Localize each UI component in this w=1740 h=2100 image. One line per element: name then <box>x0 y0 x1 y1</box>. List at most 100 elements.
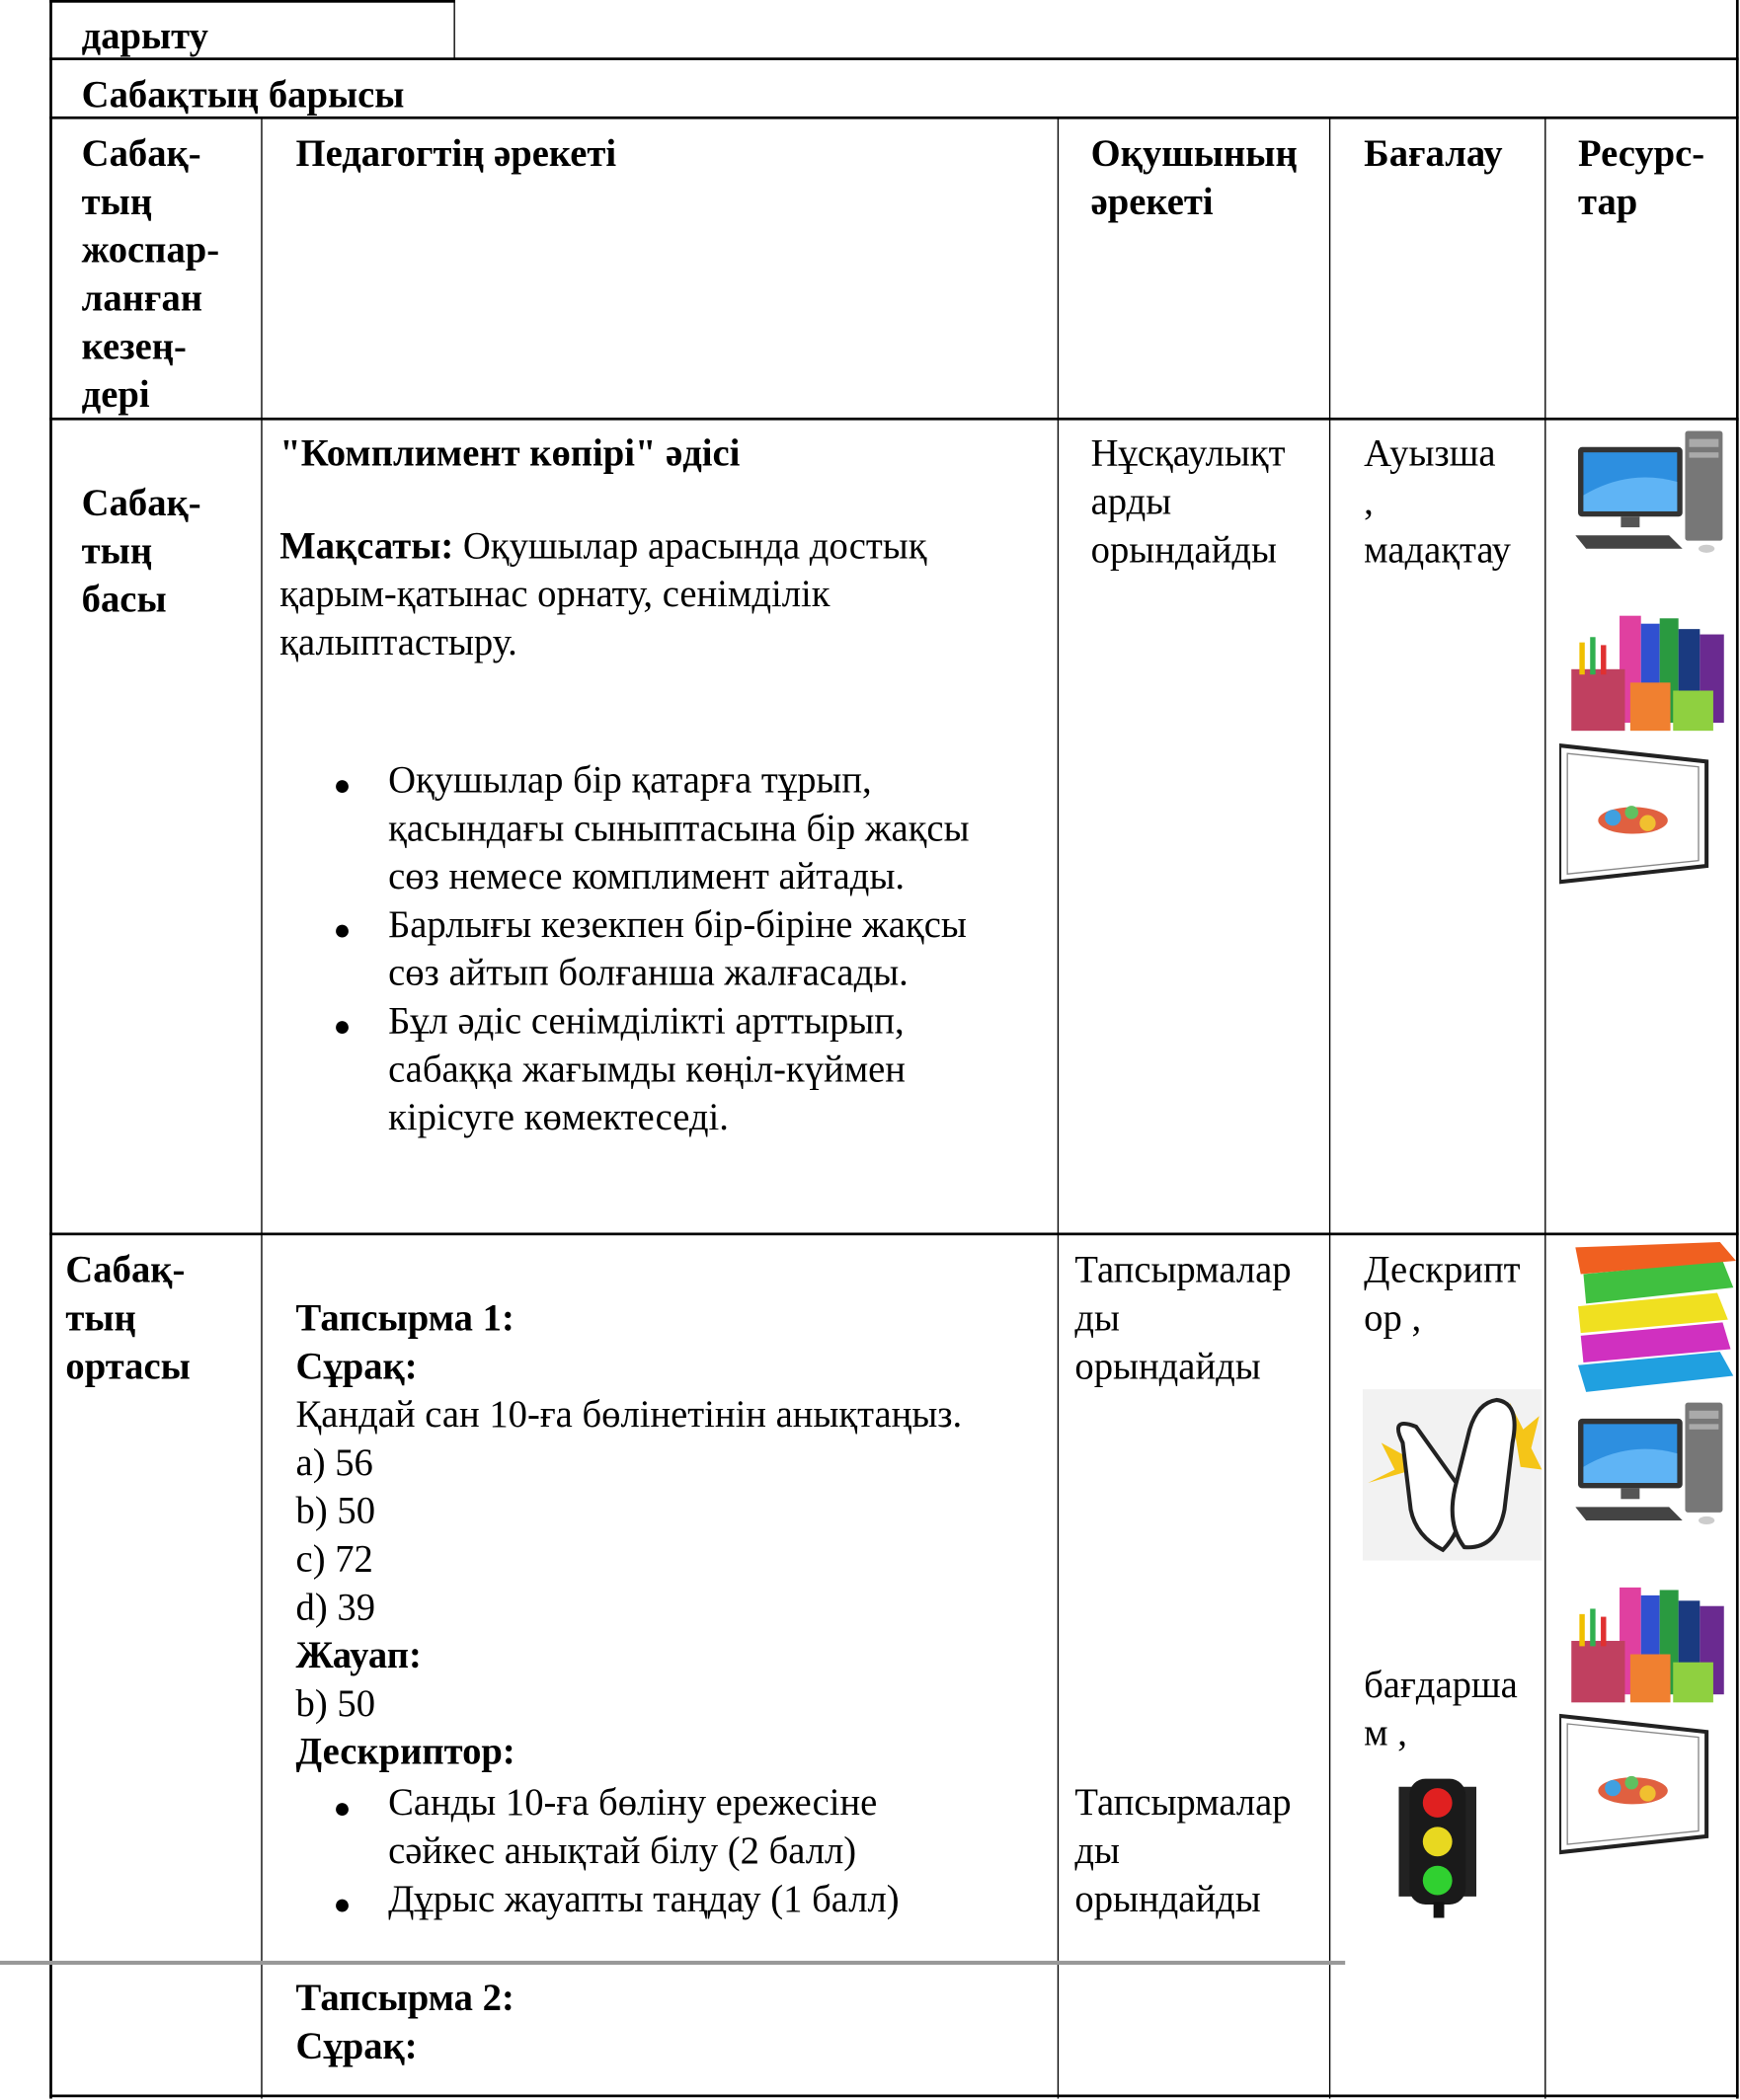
header-line: дері <box>81 374 150 417</box>
bullet-text: Оқушылар бір қатарға тұрып, қасындағы сы… <box>388 757 969 901</box>
bullet-icon: ● <box>333 912 352 947</box>
stage-line: Сабақ- <box>81 483 201 525</box>
computer-icon <box>1575 1402 1723 1525</box>
clapping-hands-icon <box>1362 1389 1542 1561</box>
bullet-text: Бұл әдіс сенімділікті арттырып, сабаққа … <box>388 998 906 1142</box>
goal-text: қарым-қатынас орнату, сенімділік <box>279 574 830 616</box>
text-line: ды <box>1074 1830 1121 1873</box>
bullet-line: Санды 10-ға бөліну ережесіне <box>388 1782 878 1825</box>
header-line: тың <box>81 182 153 224</box>
text-line: мадақтау <box>1364 529 1511 572</box>
traffic-light-icon <box>1398 1778 1477 1918</box>
text-line: Тапсырмалар <box>1074 1250 1292 1292</box>
bullet-icon: ● <box>333 1790 352 1825</box>
text-line: Ауызша <box>1364 433 1496 476</box>
method-title: "Комплимент көпірі" әдісі <box>279 433 741 476</box>
text-line: Нұсқаулықт <box>1090 433 1286 476</box>
header-resources: Ресурс- тар <box>1578 131 1704 228</box>
header-teacher: Педагогтің әрекеті <box>295 133 617 176</box>
table-border <box>1057 117 1060 2099</box>
goal-label: Мақсаты: <box>279 525 454 568</box>
table-border <box>49 0 455 3</box>
row2-student-b: Тапсырмалар ды орындайды <box>1074 1780 1291 1924</box>
bullet-line: Бұл әдіс сенімділікті арттырып, <box>388 1000 905 1044</box>
row1-student: Нұсқаулықт арды орындайды <box>1091 431 1286 576</box>
bullet-icon: ● <box>333 1009 352 1044</box>
row2-stage: Сабақ- тың ортасы <box>65 1247 190 1391</box>
table-border <box>49 417 1739 421</box>
table-border <box>49 116 1739 119</box>
bullet-line: сөз немесе комплимент айтады. <box>388 856 906 898</box>
table-border <box>49 1232 1739 1236</box>
table-border <box>49 0 52 2099</box>
stage-line: тың <box>65 1297 136 1340</box>
stage-line: басы <box>81 579 167 621</box>
bullet-line: кірісуге көмектеседі. <box>388 1097 729 1139</box>
computer-icon <box>1575 430 1723 553</box>
header-line: жоспар- <box>81 230 220 272</box>
bullet-line: сөз айтып болғанша жалғасады. <box>388 953 909 995</box>
text-line: ды <box>1074 1297 1121 1340</box>
text-line: орындайды <box>1074 1346 1261 1388</box>
bullet-icon: ● <box>333 1887 352 1921</box>
whiteboard-icon <box>1559 742 1709 885</box>
section-title: Сабақтың барысы <box>81 74 405 117</box>
option: c) 72 <box>295 1538 373 1581</box>
page-break-line <box>0 1960 1346 1966</box>
header-line: ланған <box>81 277 203 320</box>
bullet-icon: ● <box>333 768 352 803</box>
text-line: ор , <box>1364 1297 1422 1340</box>
goal-text: қалыптастыру. <box>279 622 517 664</box>
header-assessment: Бағалау <box>1364 133 1503 176</box>
bullet-text: Дұрыс жауапты таңдау (1 балл) <box>388 1879 900 1921</box>
row1-stage: Сабақ- тың басы <box>82 481 201 625</box>
goal: Мақсаты: Оқушылар арасында достық қарым-… <box>279 523 926 667</box>
answer-text: b) 50 <box>295 1683 376 1726</box>
task2: Тапсырма 2: Сұрақ: <box>296 1976 514 2072</box>
header-line: әрекеті <box>1090 182 1214 224</box>
text-line: бағдарша <box>1364 1665 1518 1707</box>
goal-text: Оқушылар арасында достық <box>453 525 927 568</box>
task1: Тапсырма 1: Сұрақ: Қандай сан 10-ға бөлі… <box>296 1295 963 1777</box>
table-border <box>261 117 263 2099</box>
stage-line: Сабақ- <box>65 1250 186 1292</box>
text-line: Дескрипт <box>1364 1250 1521 1292</box>
header-line: тар <box>1578 182 1638 224</box>
descriptor-label: Дескриптор: <box>295 1732 515 1774</box>
header-stage: Сабақ- тың жоспар- ланған кезең- дері <box>82 131 219 421</box>
text-line: арды <box>1090 482 1172 524</box>
bullet-line: сабаққа жағымды көңіл-күймен <box>388 1049 906 1091</box>
bullet-line: Оқушылар бір қатарға тұрып, <box>388 759 872 803</box>
question-label: Сұрақ: <box>295 2026 418 2068</box>
table-border <box>453 0 455 59</box>
text-line: орындайды <box>1090 529 1277 572</box>
header-line: Оқушының <box>1090 133 1298 176</box>
question-label: Сұрақ: <box>295 1346 418 1388</box>
row2-student-a: Тапсырмалар ды орындайды <box>1074 1247 1291 1391</box>
stationery-icon <box>1571 1587 1724 1703</box>
task-title: Тапсырма 1: <box>295 1297 514 1340</box>
whiteboard-icon <box>1559 1713 1709 1855</box>
row1-assessment: Ауызша , мадақтау <box>1364 431 1511 576</box>
bullet-line: сәйкес анықтай білу (2 балл) <box>388 1830 857 1873</box>
top-cell-text: дарыту <box>81 16 208 58</box>
table-border <box>1544 117 1546 2099</box>
table-border <box>49 2094 1739 2098</box>
answer-label: Жауап: <box>295 1635 422 1677</box>
text-line: орындайды <box>1074 1879 1261 1921</box>
table-border <box>1735 0 1738 2099</box>
text-line: м , <box>1364 1713 1407 1755</box>
header-student: Оқушының әрекеті <box>1091 131 1298 228</box>
row2-assessment-a: Дескрипт ор , <box>1364 1247 1520 1344</box>
text-line: , <box>1364 482 1374 524</box>
stationery-icon <box>1571 615 1724 732</box>
option: d) 39 <box>295 1587 376 1629</box>
table-border <box>49 57 1739 61</box>
header-line: Ресурс- <box>1578 133 1705 176</box>
question-text: Қандай сан 10-ға бөлінетінін анықтаңыз. <box>295 1394 963 1437</box>
bullet-line: Барлығы кезекпен бір-біріне жақсы <box>388 904 967 947</box>
header-line: кезең- <box>81 326 187 368</box>
option: b) 50 <box>295 1491 376 1533</box>
stage-line: тың <box>81 531 153 574</box>
